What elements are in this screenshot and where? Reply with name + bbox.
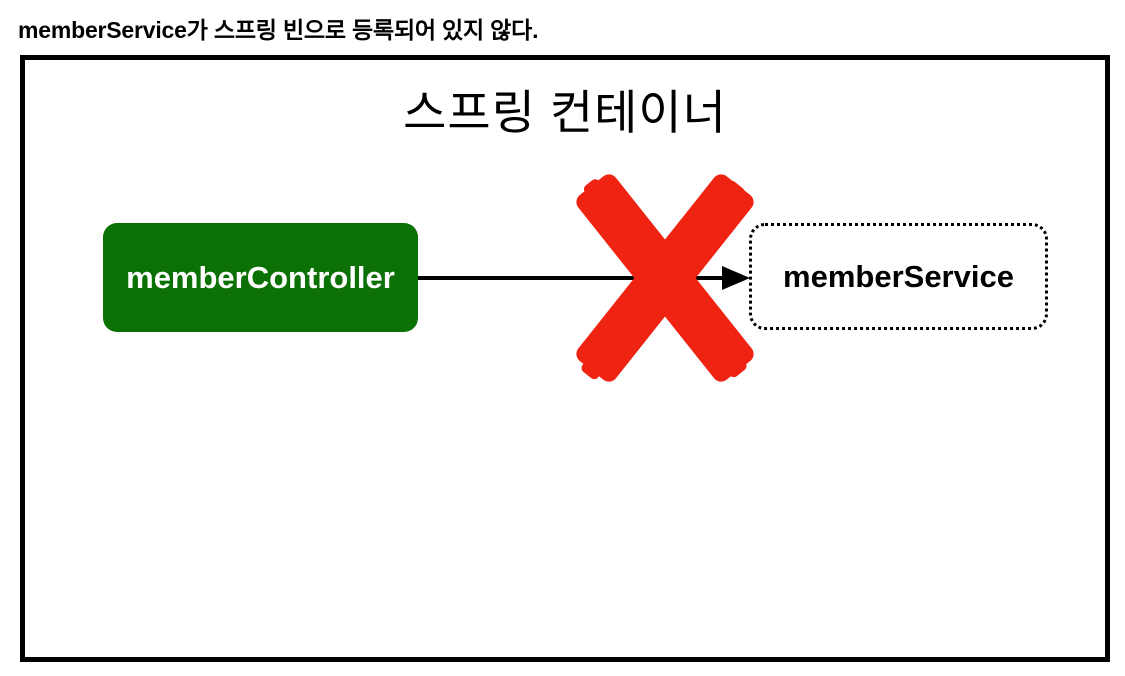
cross-nub — [717, 346, 747, 378]
arrow-head — [722, 266, 750, 290]
cross-nub — [583, 179, 611, 207]
member-controller-node: memberController — [103, 223, 418, 332]
member-controller-label: memberController — [126, 259, 395, 295]
spring-container-title: 스프링 컨테이너 — [403, 86, 727, 139]
diagram-caption: memberService가 스프링 빈으로 등록되어 있지 않다. — [18, 17, 539, 43]
member-service-node: memberService — [749, 223, 1048, 330]
member-service-label: memberService — [783, 258, 1014, 294]
cross-arm-slash — [576, 174, 754, 382]
red-cross-mark-icon — [576, 174, 754, 382]
spring-container-box — [20, 55, 1110, 662]
cross-nub — [715, 180, 745, 212]
cross-nub — [581, 348, 611, 380]
